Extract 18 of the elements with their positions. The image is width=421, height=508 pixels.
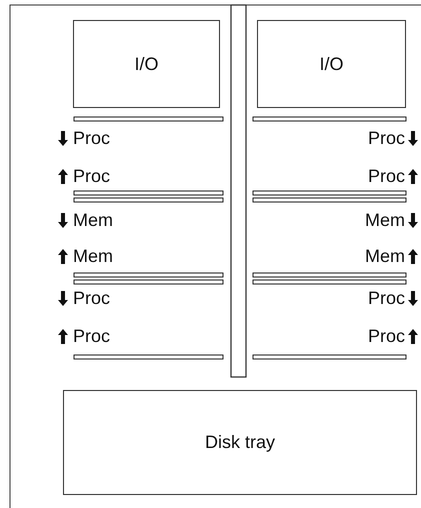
box-label: I/O: [134, 54, 158, 74]
slot-label: Proc: [368, 166, 405, 186]
slot-label: Mem: [73, 210, 113, 230]
io-board-box: [257, 20, 406, 108]
slot-label: Proc: [368, 128, 405, 148]
slot-label: Mem: [365, 210, 405, 230]
slot-label: Proc: [73, 326, 110, 346]
slot-label: Proc: [73, 288, 110, 308]
disk-tray-box: [63, 390, 417, 495]
slot-label: Mem: [73, 246, 113, 266]
slot-label: Proc: [73, 166, 110, 186]
slot-label: Mem: [365, 246, 405, 266]
slot-label: Proc: [368, 288, 405, 308]
box-label: Disk tray: [204, 432, 275, 453]
io-board-box: [73, 20, 220, 108]
box-label: I/O: [319, 54, 344, 74]
slot-label: Proc: [73, 128, 110, 148]
slot-label: Proc: [368, 326, 405, 346]
